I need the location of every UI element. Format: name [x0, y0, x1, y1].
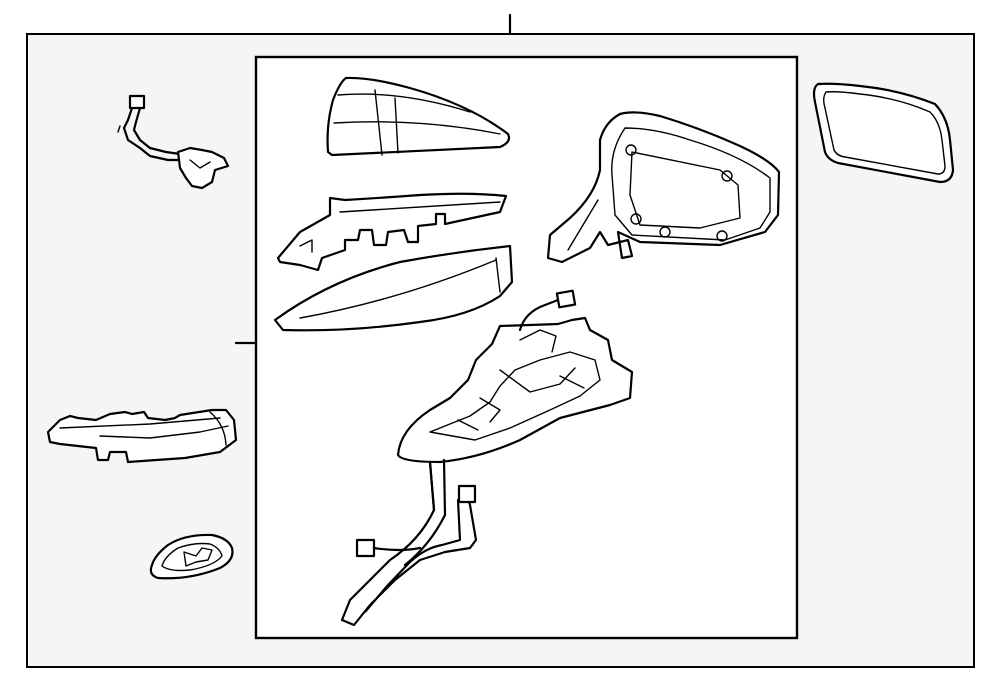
mirror-glass	[812, 82, 955, 184]
mirror-glass-holder	[546, 111, 781, 264]
wiring-harness	[117, 94, 230, 190]
cover-trim-upper	[276, 192, 508, 272]
cover-trim-lower	[273, 244, 514, 332]
mirror-cover-cap	[326, 76, 511, 157]
puddle-lamp	[149, 533, 234, 580]
mirror-base-harness-assembly	[340, 289, 634, 627]
turn-signal-lamp	[46, 408, 238, 464]
